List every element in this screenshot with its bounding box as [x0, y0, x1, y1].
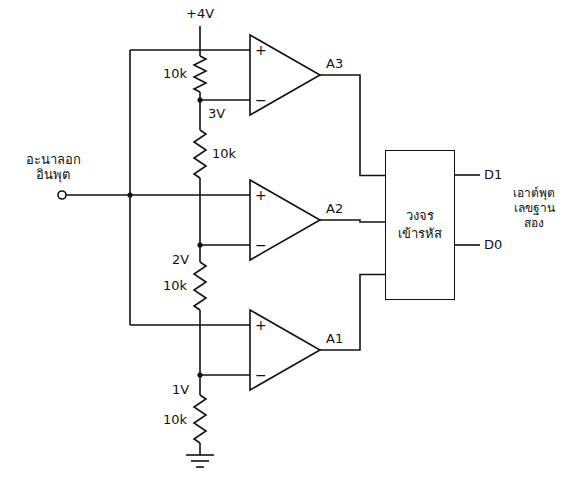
ground-symbol	[196, 466, 204, 468]
pin-sign: −	[255, 93, 267, 107]
comparator-symbol: +−	[250, 35, 320, 115]
signal-name: A3	[325, 56, 344, 71]
resistor-symbol	[194, 395, 206, 443]
resistor-symbol	[194, 56, 206, 92]
junction-dot	[197, 242, 202, 247]
input-wire	[66, 194, 250, 196]
junction-dot	[197, 97, 202, 102]
comparator-symbol: +−	[250, 310, 320, 390]
supply-wire	[199, 26, 201, 56]
resistor-value: 10k	[163, 278, 187, 294]
output-wire	[455, 174, 480, 176]
input-bus	[129, 50, 131, 325]
resistor-value: 10k	[163, 66, 187, 82]
pin-sign: −	[255, 238, 267, 252]
ground-symbol	[186, 454, 214, 456]
input-label: อะนาลอก อินพุต	[18, 152, 88, 182]
comparator-output-wire	[320, 220, 385, 222]
pin-sign: +	[255, 318, 267, 332]
ground-symbol	[191, 460, 209, 462]
resistor-symbol	[194, 130, 206, 178]
resistor-symbol	[194, 262, 206, 310]
input-wire	[130, 324, 250, 326]
output-name: D0	[484, 237, 502, 253]
signal-name: A2	[325, 201, 344, 216]
tap-voltage: 1V	[172, 382, 189, 398]
ladder-wire	[199, 443, 201, 455]
input-wire	[130, 49, 250, 51]
input-terminal	[58, 191, 66, 199]
junction-dot	[197, 372, 202, 377]
ladder-wire	[199, 310, 201, 395]
comparator-symbol: +−	[250, 180, 320, 260]
signal-name: A1	[325, 331, 344, 346]
comparator-output-wire	[320, 75, 385, 176]
reference-wire	[200, 244, 250, 246]
resistor-value: 10k	[212, 146, 236, 162]
reference-wire	[200, 374, 250, 376]
output-label: เอาต์พุต เลขฐานสอง	[506, 186, 562, 231]
encoder-box: วงจร เข้ารหัส	[385, 150, 455, 300]
pin-sign: +	[255, 43, 267, 57]
output-wire	[455, 244, 480, 246]
tap-voltage: 3V	[208, 106, 225, 122]
output-name: D1	[484, 167, 502, 183]
pin-sign: +	[255, 188, 267, 202]
comparator-output-wire	[320, 275, 385, 351]
supply-voltage: +4V	[186, 6, 214, 22]
resistor-value: 10k	[163, 412, 187, 428]
ladder-wire	[199, 178, 201, 262]
encoder-label: วงจร เข้ารหัส	[394, 207, 446, 243]
tap-voltage: 2V	[172, 252, 189, 268]
pin-sign: −	[255, 368, 267, 382]
reference-wire	[200, 99, 250, 101]
junction-dot	[127, 192, 132, 197]
